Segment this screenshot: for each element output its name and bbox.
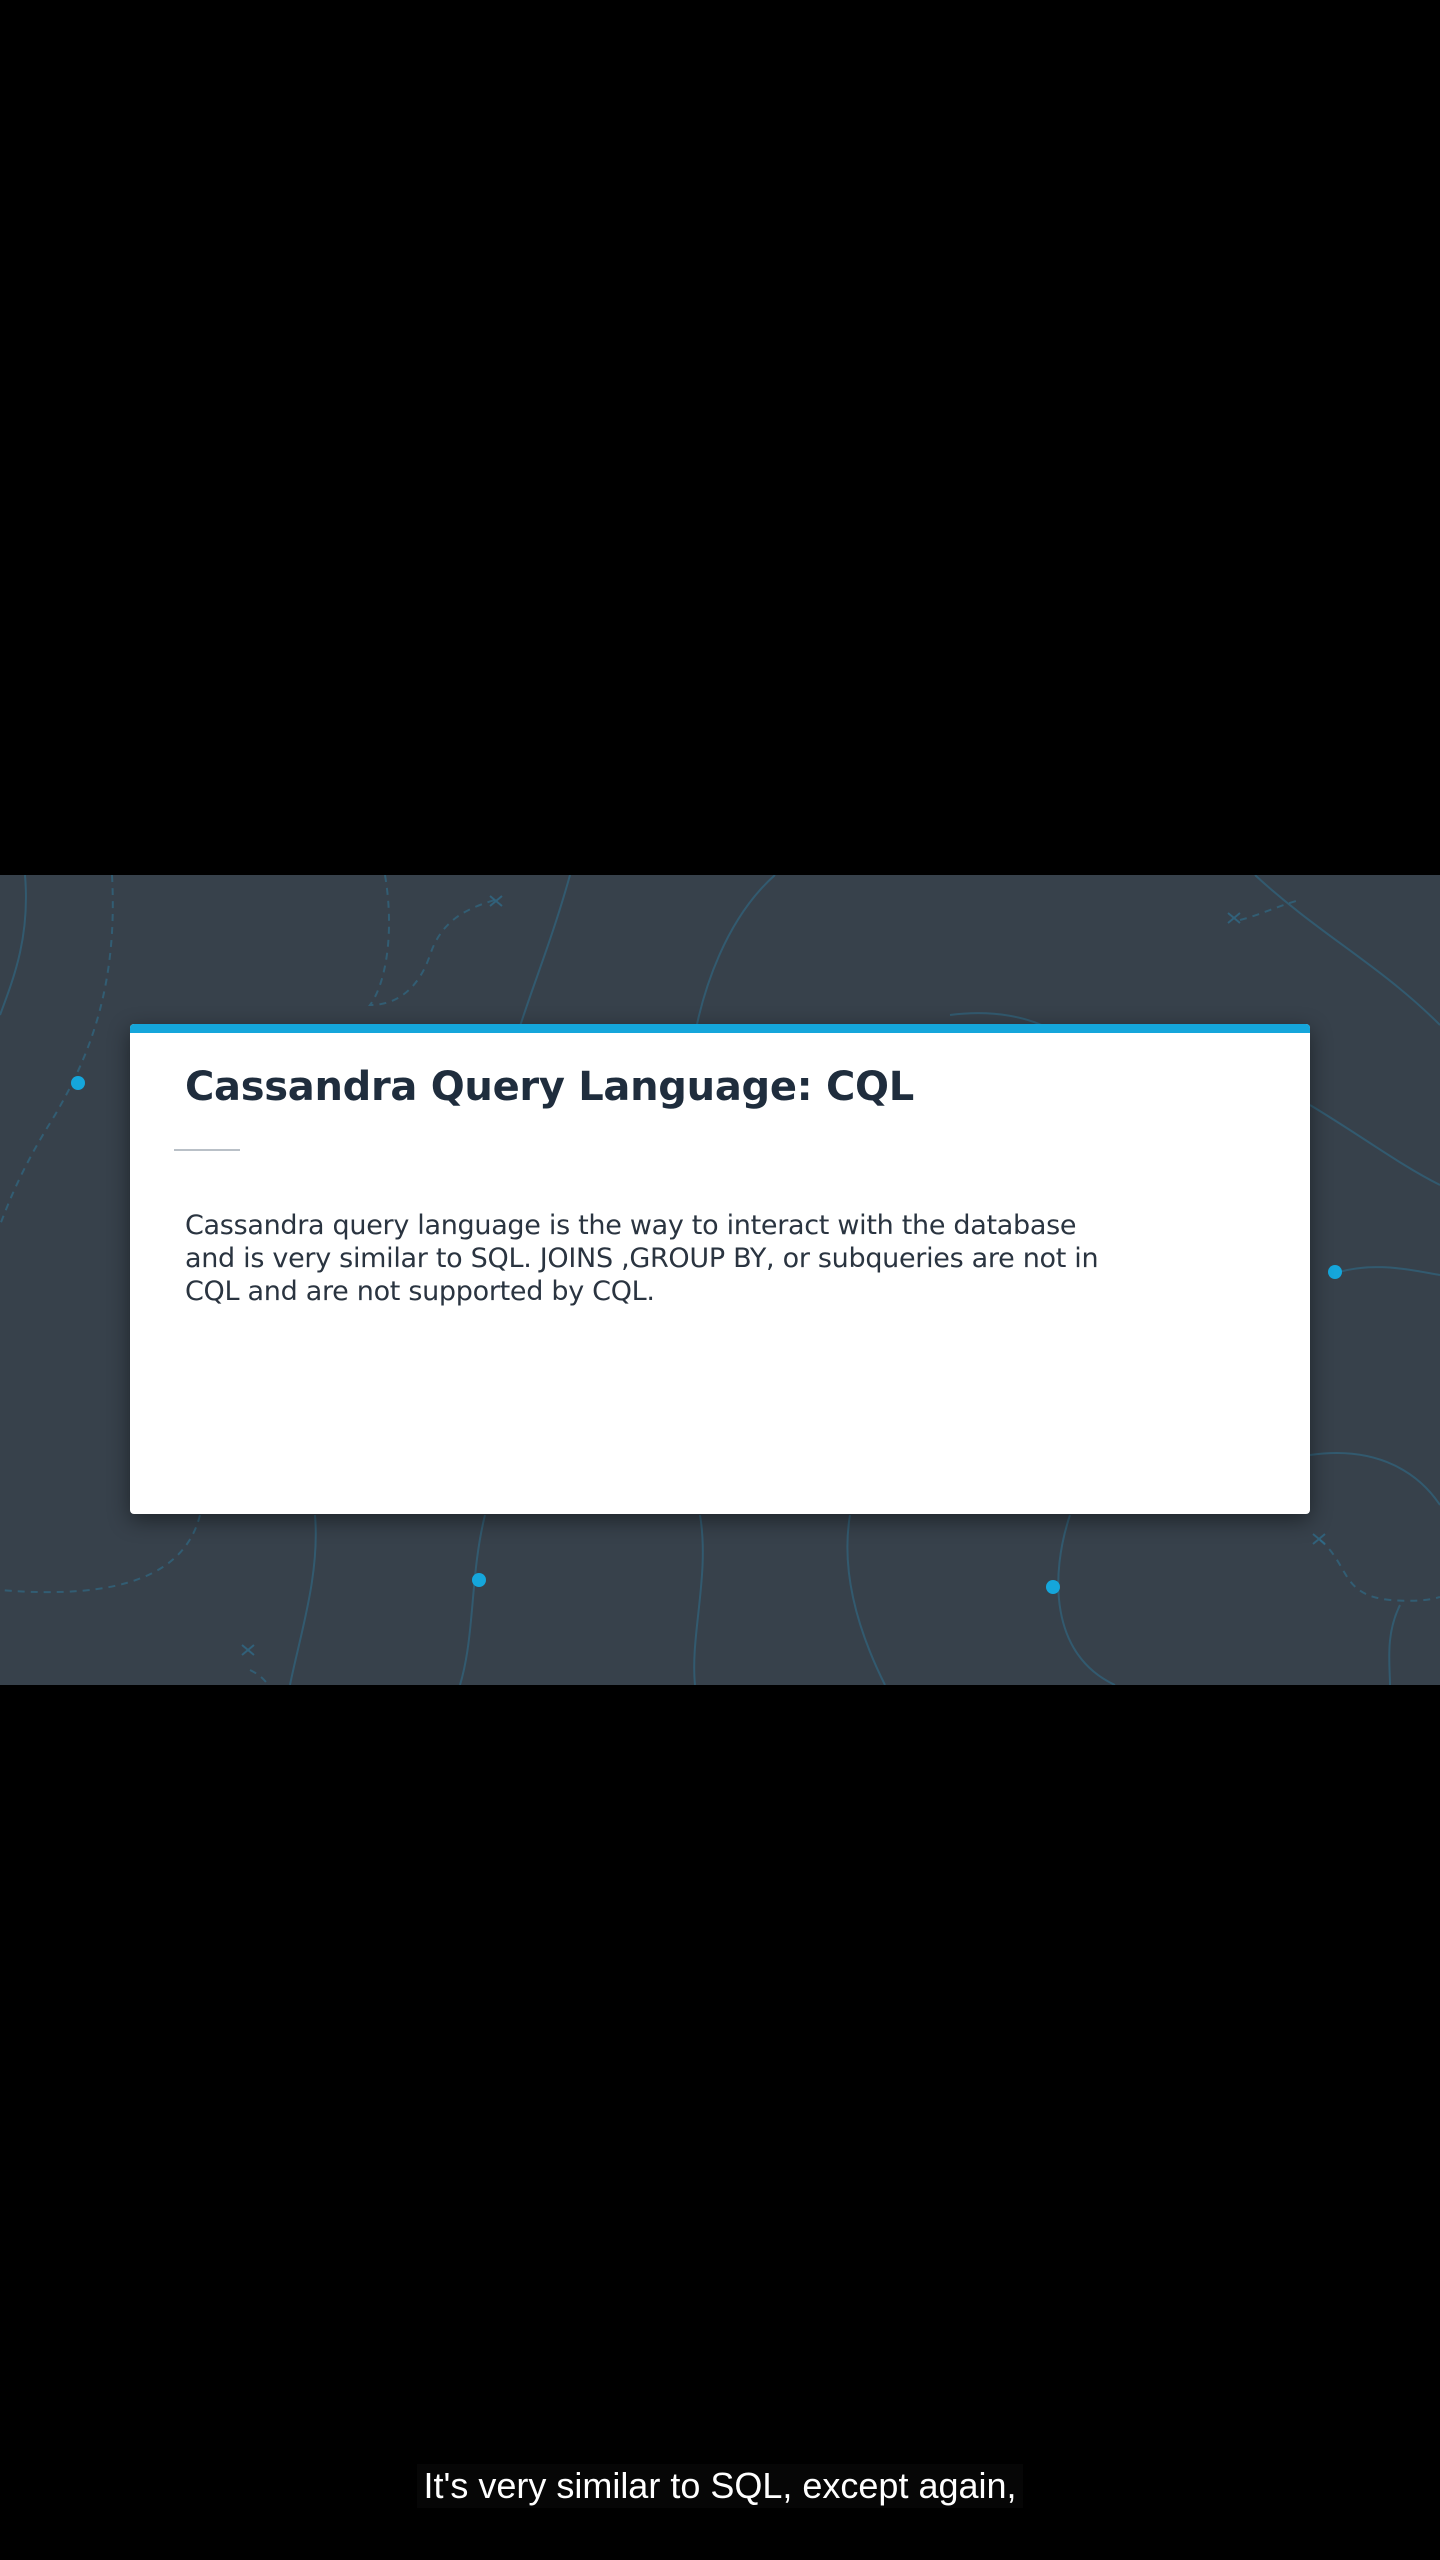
slide-title: Cassandra Query Language: CQL bbox=[185, 1064, 914, 1110]
subtitle-caption: It's very similar to SQL, except again, bbox=[0, 2464, 1440, 2508]
title-divider bbox=[174, 1149, 240, 1151]
video-frame[interactable]: Cassandra Query Language: CQL Cassandra … bbox=[0, 875, 1440, 1685]
background-contour-pattern bbox=[0, 875, 1440, 1685]
card-accent-bar bbox=[130, 1024, 1310, 1033]
slide-card: Cassandra Query Language: CQL Cassandra … bbox=[130, 1024, 1310, 1514]
subtitle-caption-text: It's very similar to SQL, except again, bbox=[417, 2464, 1023, 2508]
slide-body-text: Cassandra query language is the way to i… bbox=[185, 1210, 1099, 1307]
